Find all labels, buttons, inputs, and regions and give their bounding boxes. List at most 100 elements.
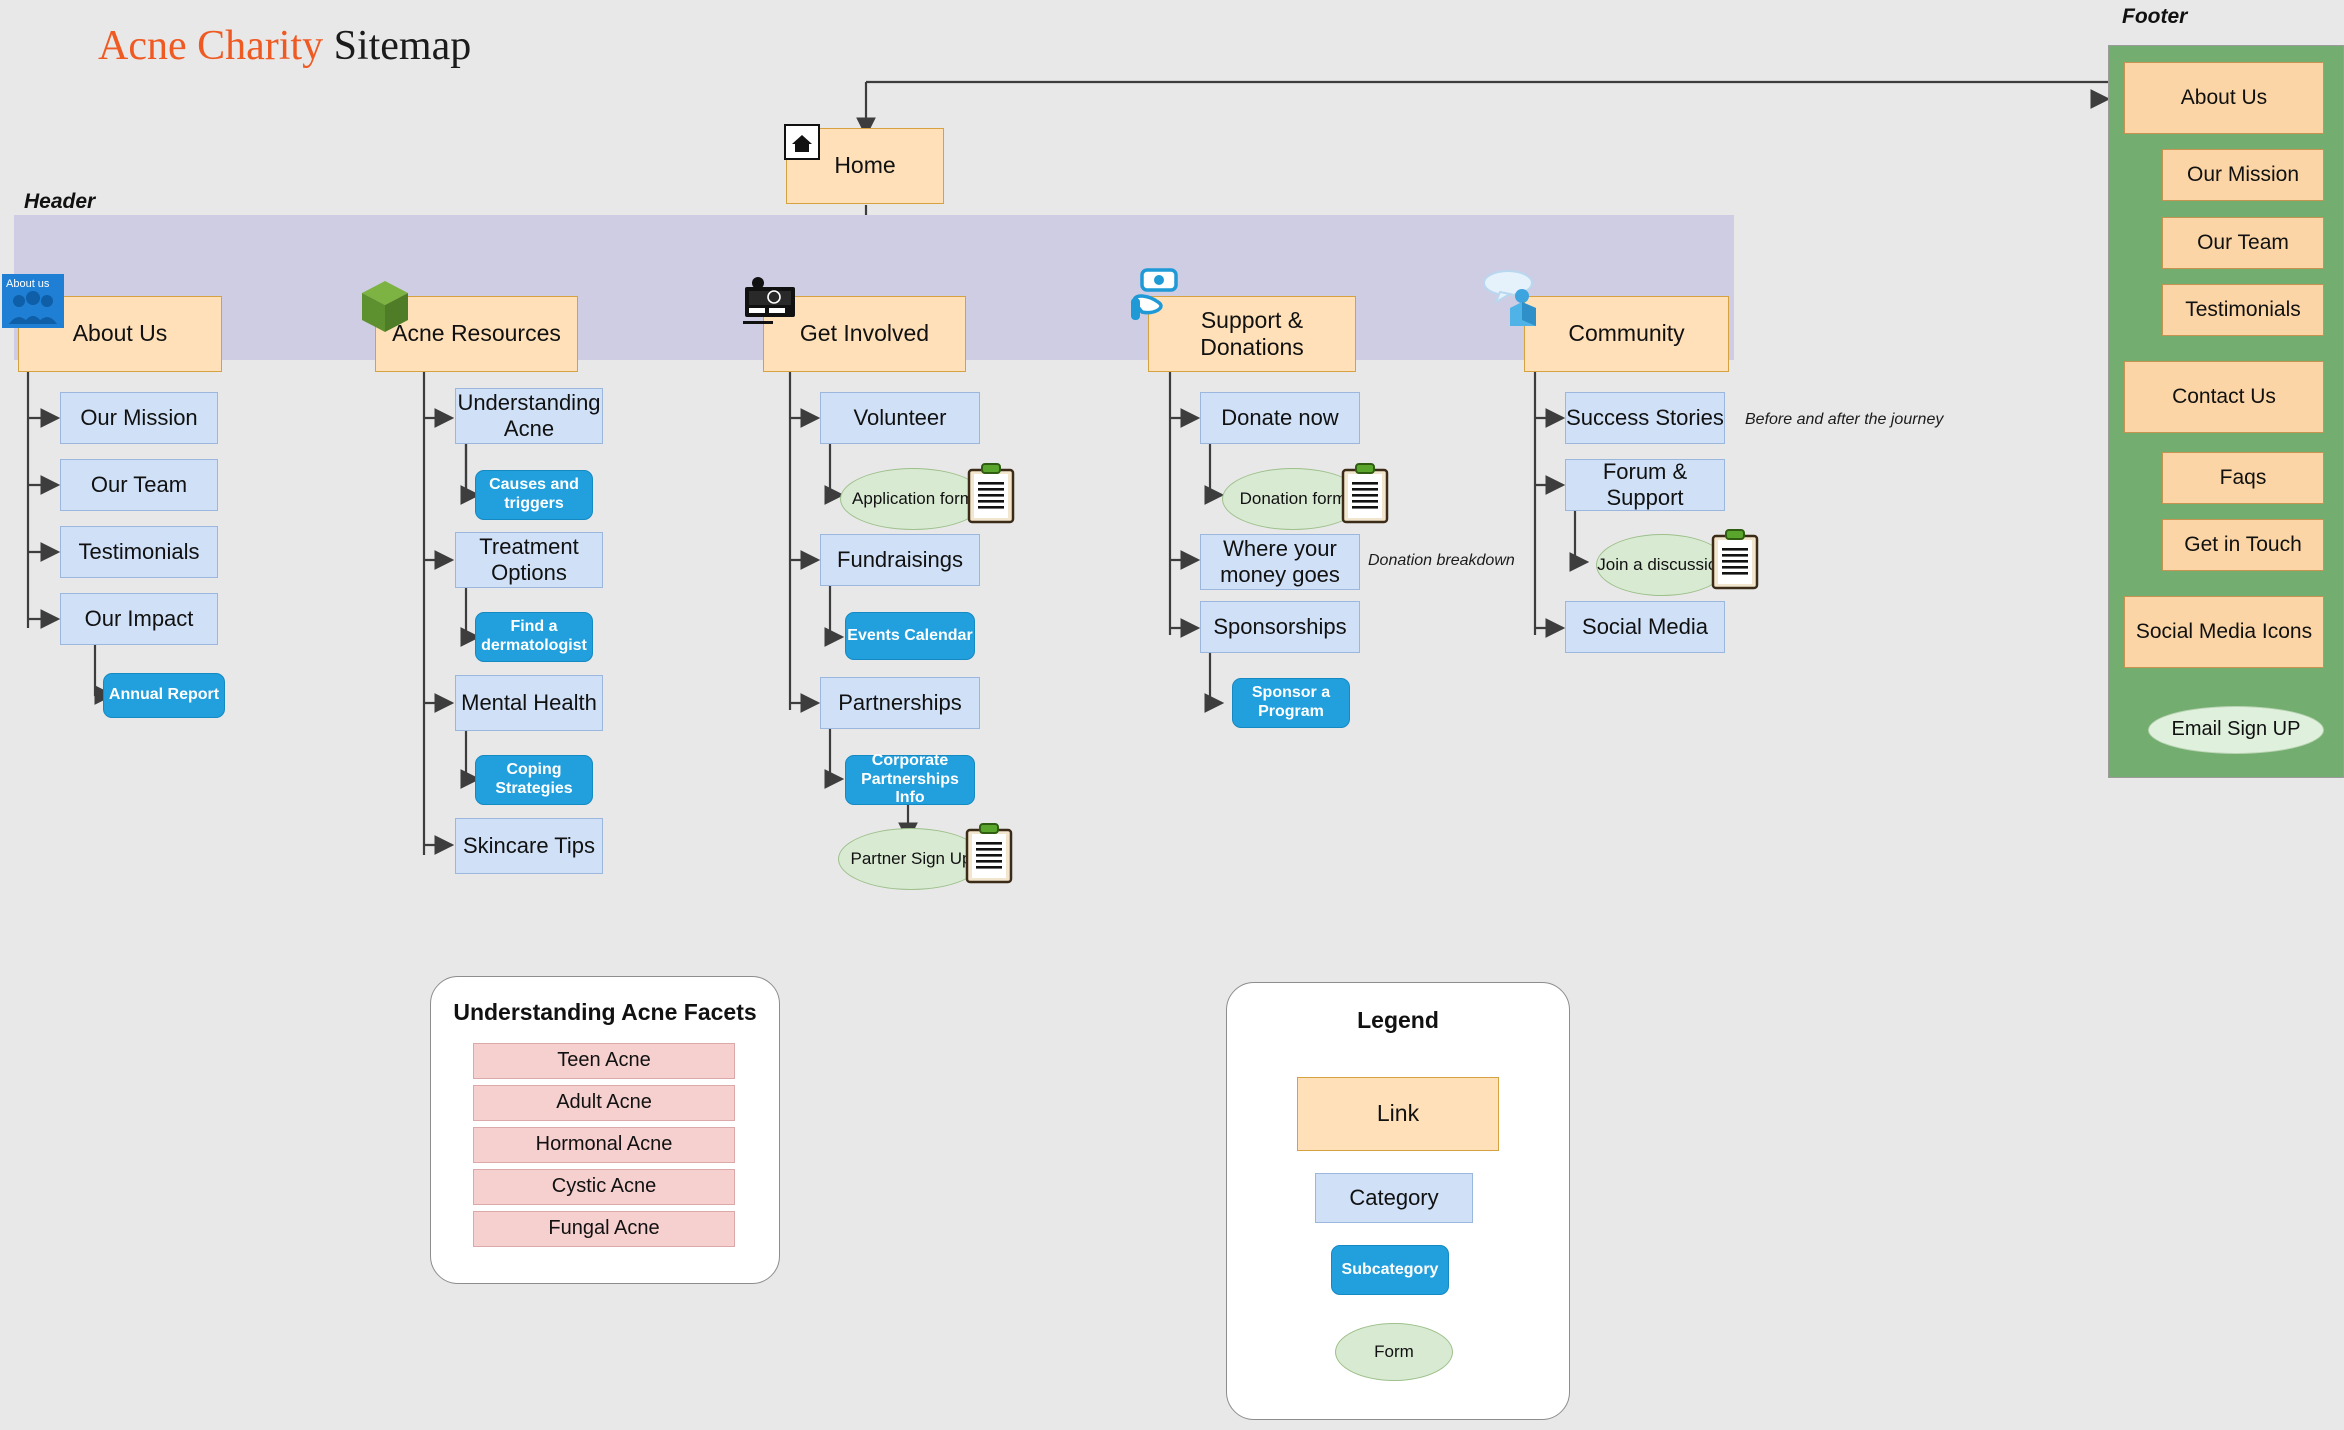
footer-item-faqs[interactable]: Faqs — [2162, 452, 2324, 504]
node-mental-health[interactable]: Mental Health — [455, 675, 603, 731]
node-label: Social Media — [1582, 614, 1708, 640]
node-our-mission[interactable]: Our Mission — [60, 392, 218, 444]
donate-hand-money-icon — [1131, 268, 1178, 320]
facet-label: Teen Acne — [557, 1049, 651, 1072]
legend-panel-title: Legend — [1357, 1007, 1439, 1033]
facet-label: Hormonal Acne — [535, 1133, 673, 1156]
facet-label: Adult Acne — [556, 1091, 652, 1114]
node-label: Understanding Acne — [457, 390, 601, 441]
facets-panel-title: Understanding Acne Facets — [453, 999, 757, 1025]
node-donation-form[interactable]: Donation form — [1222, 468, 1364, 530]
node-join-a-discussion[interactable]: Join a discussion — [1596, 534, 1728, 596]
node-forum-support[interactable]: Forum & Support — [1565, 459, 1725, 511]
node-testimonials[interactable]: Testimonials — [60, 526, 218, 578]
node-application-form[interactable]: Application form — [840, 468, 986, 530]
legend-item-subcategory: Subcategory — [1331, 1245, 1449, 1295]
legend-label: Subcategory — [1341, 1260, 1439, 1278]
footer-item-social-media-icons[interactable]: Social Media Icons — [2124, 596, 2324, 668]
about-us-people-icon: About us — [2, 274, 64, 328]
footer-item-get-in-touch[interactable]: Get in Touch — [2162, 519, 2324, 571]
node-understanding-acne[interactable]: Understanding Acne — [455, 388, 603, 444]
footer-item-our-team[interactable]: Our Team — [2162, 217, 2324, 269]
node-acne-resources[interactable]: Acne Resources — [375, 296, 578, 372]
footer-item-label: Our Team — [2197, 230, 2289, 254]
node-causes-and-triggers[interactable]: Causes and triggers — [475, 470, 593, 520]
footer-item-label: Testimonials — [2185, 297, 2301, 321]
clipboard-icon — [965, 823, 1013, 884]
legend-item-category: Category — [1315, 1173, 1473, 1223]
node-sponsor-a-program[interactable]: Sponsor a Program — [1232, 678, 1350, 728]
footer-item-our-mission[interactable]: Our Mission — [2162, 149, 2324, 201]
node-label: Our Impact — [84, 606, 194, 632]
node-get-involved[interactable]: Get Involved — [763, 296, 966, 372]
green-cube-icon — [362, 281, 408, 332]
node-label: Fundraisings — [837, 547, 963, 573]
node-label: Treatment Options — [479, 534, 579, 585]
facet-hormonal-acne[interactable]: Hormonal Acne — [473, 1127, 735, 1163]
legend-label: Link — [1376, 1100, 1420, 1127]
node-fundraisings[interactable]: Fundraisings — [820, 534, 980, 586]
facets-panel: Understanding Acne Facets Teen Acne Adul… — [430, 976, 780, 1284]
facet-label: Cystic Acne — [551, 1175, 657, 1198]
footer-item-label: About Us — [2180, 85, 2268, 109]
node-success-stories[interactable]: Success Stories — [1565, 392, 1725, 444]
node-social-media[interactable]: Social Media — [1565, 601, 1725, 653]
legend-item-form: Form — [1335, 1323, 1453, 1381]
node-label: Testimonials — [78, 539, 200, 565]
node-donate-now[interactable]: Donate now — [1200, 392, 1360, 444]
page-title-brand: Acne Charity — [98, 23, 324, 69]
node-our-team[interactable]: Our Team — [60, 459, 218, 511]
page-title: Acne Charity Sitemap — [98, 22, 471, 70]
node-label: Donation form — [1239, 488, 1347, 508]
node-label: Where your money goes — [1220, 536, 1340, 587]
header-caption: Header — [24, 190, 96, 213]
node-label: Success Stories — [1566, 405, 1724, 431]
node-volunteer[interactable]: Volunteer — [820, 392, 980, 444]
node-acne-resources-label: Acne Resources — [392, 320, 561, 347]
facet-adult-acne[interactable]: Adult Acne — [473, 1085, 735, 1121]
clipboard-icon — [967, 463, 1015, 524]
node-partnerships[interactable]: Partnerships — [820, 677, 980, 729]
node-about-us-label: About Us — [72, 320, 168, 347]
node-skincare-tips[interactable]: Skincare Tips — [455, 818, 603, 874]
footer-item-label: Get in Touch — [2184, 532, 2302, 556]
donation-terminal-icon — [743, 277, 795, 324]
node-label: Corporate Partnerships Info — [861, 751, 959, 807]
node-treatment-options[interactable]: Treatment Options — [455, 532, 603, 588]
footer-item-contact-us[interactable]: Contact Us — [2124, 361, 2324, 433]
facet-cystic-acne[interactable]: Cystic Acne — [473, 1169, 735, 1205]
footer-item-testimonials[interactable]: Testimonials — [2162, 284, 2324, 336]
node-community-label: Community — [1568, 320, 1685, 347]
note-before-and-after: Before and after the journey — [1745, 411, 1944, 428]
node-find-a-dermatologist[interactable]: Find a dermatologist — [475, 612, 593, 662]
facet-teen-acne[interactable]: Teen Acne — [473, 1043, 735, 1079]
footer-item-about-us[interactable]: About Us — [2124, 62, 2324, 134]
node-label: Partner Sign Up — [850, 848, 972, 868]
node-label: Coping Strategies — [495, 761, 573, 797]
clipboard-icon — [1341, 463, 1389, 524]
clipboard-icon — [1711, 529, 1759, 590]
node-label: Sponsor a Program — [1251, 684, 1331, 720]
node-label: Application form — [852, 488, 974, 508]
node-events-calendar[interactable]: Events Calendar — [845, 612, 975, 660]
page-title-rest: Sitemap — [323, 23, 472, 69]
node-support-donations[interactable]: Support & Donations — [1148, 296, 1356, 372]
node-sponsorships[interactable]: Sponsorships — [1200, 601, 1360, 653]
node-corporate-partnerships-info[interactable]: Corporate Partnerships Info — [845, 752, 975, 806]
legend-label: Category — [1349, 1185, 1439, 1211]
node-home-label: Home — [834, 152, 896, 179]
node-our-impact[interactable]: Our Impact — [60, 593, 218, 645]
footer-item-email-sign-up[interactable]: Email Sign UP — [2148, 706, 2324, 754]
node-partner-sign-up[interactable]: Partner Sign Up — [838, 828, 984, 890]
node-support-donations-label: Support & Donations — [1200, 306, 1304, 360]
node-annual-report[interactable]: Annual Report — [103, 673, 225, 718]
node-where-your-money-goes[interactable]: Where your money goes — [1200, 534, 1360, 590]
legend-panel: Legend Link Category Subcategory Form — [1226, 982, 1570, 1420]
footer-item-label: Our Mission — [2186, 162, 2300, 186]
node-label: Skincare Tips — [462, 833, 596, 859]
home-icon — [784, 124, 820, 160]
node-community[interactable]: Community — [1524, 296, 1729, 372]
node-coping-strategies[interactable]: Coping Strategies — [475, 755, 593, 805]
facet-fungal-acne[interactable]: Fungal Acne — [473, 1211, 735, 1247]
node-label: Mental Health — [461, 690, 597, 716]
